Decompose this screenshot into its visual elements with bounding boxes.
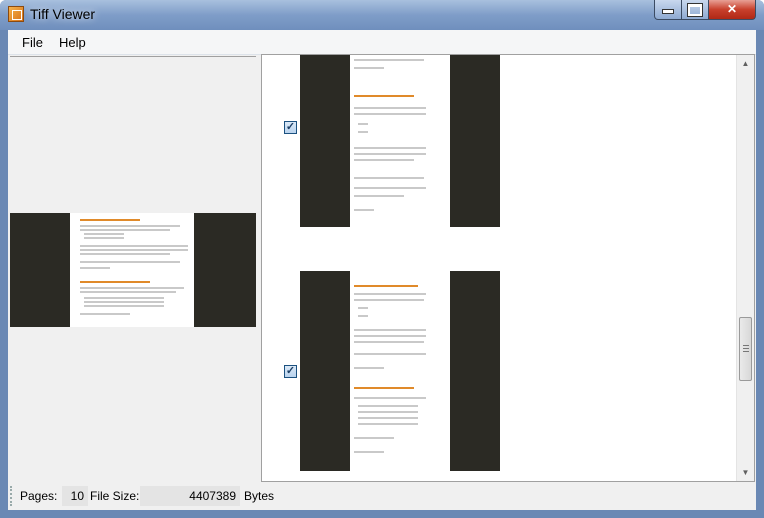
thumbnail-text [354, 451, 384, 453]
preview-heading [80, 281, 150, 283]
preview-text [84, 237, 124, 239]
pages-count: 10 [62, 486, 88, 506]
preview-text [80, 313, 130, 315]
minimize-icon [662, 9, 674, 14]
thumbnail-text [354, 187, 426, 189]
page-spacer [430, 271, 450, 471]
client-area: File Help [8, 30, 756, 510]
maximize-icon [687, 3, 703, 17]
pane-splitter[interactable] [256, 56, 262, 480]
page-checkbox-1[interactable]: ✓ [284, 121, 297, 134]
thumbnail-text [354, 147, 426, 149]
grip-line [743, 345, 749, 346]
page-thumbnail[interactable] [300, 271, 500, 471]
thumbnail-heading [354, 95, 414, 97]
thumbnail-text [354, 67, 384, 69]
page-thumbnail-margin [450, 271, 500, 471]
thumbnail-text [354, 113, 426, 115]
pages-list-pane: ✓ [261, 54, 755, 482]
preview-text [80, 253, 170, 255]
thumbnail-text [354, 437, 394, 439]
menu-help[interactable]: Help [59, 35, 86, 50]
pages-scroll-area: ✓ [262, 55, 738, 481]
pages-label: Pages: [20, 489, 58, 503]
thumbnail-text [354, 367, 384, 369]
preview-text [84, 301, 164, 303]
thumbnail-text [358, 307, 368, 309]
thumbnail-text [358, 123, 368, 125]
thumbnail-text [354, 397, 426, 399]
preview-text [80, 261, 180, 263]
menu-bar: File Help [8, 30, 756, 55]
scroll-down-arrow-icon[interactable]: ▼ [741, 468, 750, 477]
thumbnail-text [358, 131, 368, 133]
preview-text [84, 305, 164, 307]
preview-text [80, 229, 170, 231]
preview-text [80, 267, 110, 269]
preview-text [80, 249, 188, 251]
preview-text [80, 291, 176, 293]
thumbnail-text [354, 107, 426, 109]
thumbnail-text [358, 417, 418, 419]
filesize-unit: Bytes [244, 489, 275, 503]
thumbnail-text [354, 159, 414, 161]
thumbnail-text [354, 209, 374, 211]
preview-text [84, 233, 124, 235]
preview-text [84, 297, 164, 299]
preview-page-content [70, 213, 194, 327]
minimize-button[interactable] [654, 0, 682, 20]
thumbnail-text [358, 411, 418, 413]
preview-text [80, 225, 180, 227]
thumbnail-text [354, 341, 424, 343]
page-thumbnail-margin [450, 55, 500, 227]
vertical-scrollbar[interactable]: ▲ ▼ [736, 55, 754, 481]
thumbnail-text [358, 405, 418, 407]
grip-line [743, 351, 749, 352]
scroll-up-arrow-icon[interactable]: ▲ [741, 59, 750, 68]
preview-pane [10, 56, 256, 481]
thumbnail-text [354, 293, 426, 295]
page-thumbnail[interactable] [300, 55, 500, 227]
thumbnail-text [354, 177, 424, 179]
preview-text [80, 287, 184, 289]
grip-line [743, 348, 749, 349]
close-button[interactable]: ✕ [708, 0, 756, 20]
window-title: Tiff Viewer [30, 6, 96, 22]
menu-file[interactable]: File [22, 35, 43, 50]
thumbnail-text [354, 329, 426, 331]
thumbnail-text [354, 59, 424, 61]
page-thumbnail-content [350, 55, 430, 227]
statusbar-grip-icon [10, 486, 15, 506]
thumbnail-text [354, 195, 404, 197]
maximize-button[interactable] [681, 0, 709, 20]
thumbnail-text [354, 353, 426, 355]
thumbnail-text [358, 315, 368, 317]
filesize-label: File Size: [90, 489, 140, 503]
title-bar[interactable]: Tiff Viewer ✕ [0, 0, 764, 30]
thumbnail-heading [354, 285, 418, 287]
app-icon [8, 6, 24, 22]
status-bar: Pages: 10 File Size: 4407389 Bytes [8, 482, 756, 510]
thumbnail-text [354, 153, 426, 155]
thumbnail-text [354, 299, 424, 301]
preview-heading [80, 219, 140, 221]
thumbnail-text [358, 423, 418, 425]
page-spacer [430, 55, 450, 227]
thumbnail-heading [354, 387, 414, 389]
scrollbar-thumb[interactable] [739, 317, 752, 381]
close-icon: ✕ [726, 2, 738, 16]
page-checkbox-2[interactable]: ✓ [284, 365, 297, 378]
thumbnail-text [354, 335, 426, 337]
page-preview [10, 213, 256, 327]
filesize-value: 4407389 [140, 486, 240, 506]
page-thumbnail-content [350, 271, 430, 471]
preview-text [80, 245, 188, 247]
